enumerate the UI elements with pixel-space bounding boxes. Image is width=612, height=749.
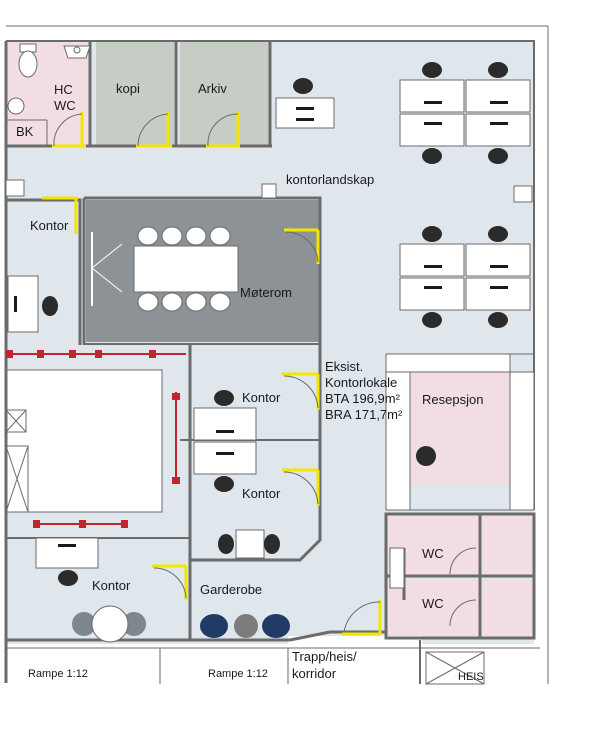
lower-strip — [6, 644, 540, 684]
room-labels: HC WC BK kopi Arkiv kontorlandskap Konto… — [16, 81, 484, 683]
rampe-mid-label: Rampe 1:12 — [208, 668, 268, 680]
existing-line2: Kontorlokale — [325, 375, 397, 390]
corridor-strip — [288, 636, 422, 684]
kopi-room — [96, 41, 174, 145]
wc-upper-label: WC — [422, 546, 444, 561]
rampe-left-label: Rampe 1:12 — [28, 668, 88, 680]
heis-label: HEIS — [458, 671, 484, 683]
wc-lower-room-2 — [482, 580, 534, 636]
arkiv-room — [180, 41, 270, 145]
furniture — [7, 62, 531, 643]
stairwell-detail — [5, 409, 29, 513]
garderobe-label: Garderobe — [200, 582, 262, 597]
stairwell — [5, 369, 163, 513]
wc-upper-room-2 — [482, 516, 534, 574]
bk-label: BK — [16, 124, 34, 139]
kontorlandskap-label: kontorlandskap — [286, 172, 374, 187]
fire-lines — [6, 350, 186, 528]
wc-fixtures — [7, 43, 405, 589]
moterom-label: Møterom — [240, 285, 292, 300]
resepsjon-room — [410, 372, 510, 484]
wc-label: WC — [54, 98, 76, 113]
existing-line3: BTA 196,9m² — [325, 391, 401, 406]
doors — [42, 112, 477, 636]
existing-line4: BRA 171,7m² — [325, 407, 403, 422]
kontor-mid-upper-label: Kontor — [242, 390, 281, 405]
hc-label: HC — [54, 82, 73, 97]
kopi-label: kopi — [116, 81, 140, 96]
wc-lower-label: WC — [422, 596, 444, 611]
corridor-line1: Trapp/heis/ — [292, 649, 357, 664]
existing-line1: Eksist. — [325, 359, 363, 374]
resepsjon-label: Resepsjon — [422, 392, 483, 407]
kontor-left-label: Kontor — [30, 218, 69, 233]
kontor-mid-lower-label: Kontor — [242, 486, 281, 501]
arkiv-label: Arkiv — [198, 81, 227, 96]
kontor-bottom-label: Kontor — [92, 578, 131, 593]
corridor-line2: korridor — [292, 666, 337, 681]
